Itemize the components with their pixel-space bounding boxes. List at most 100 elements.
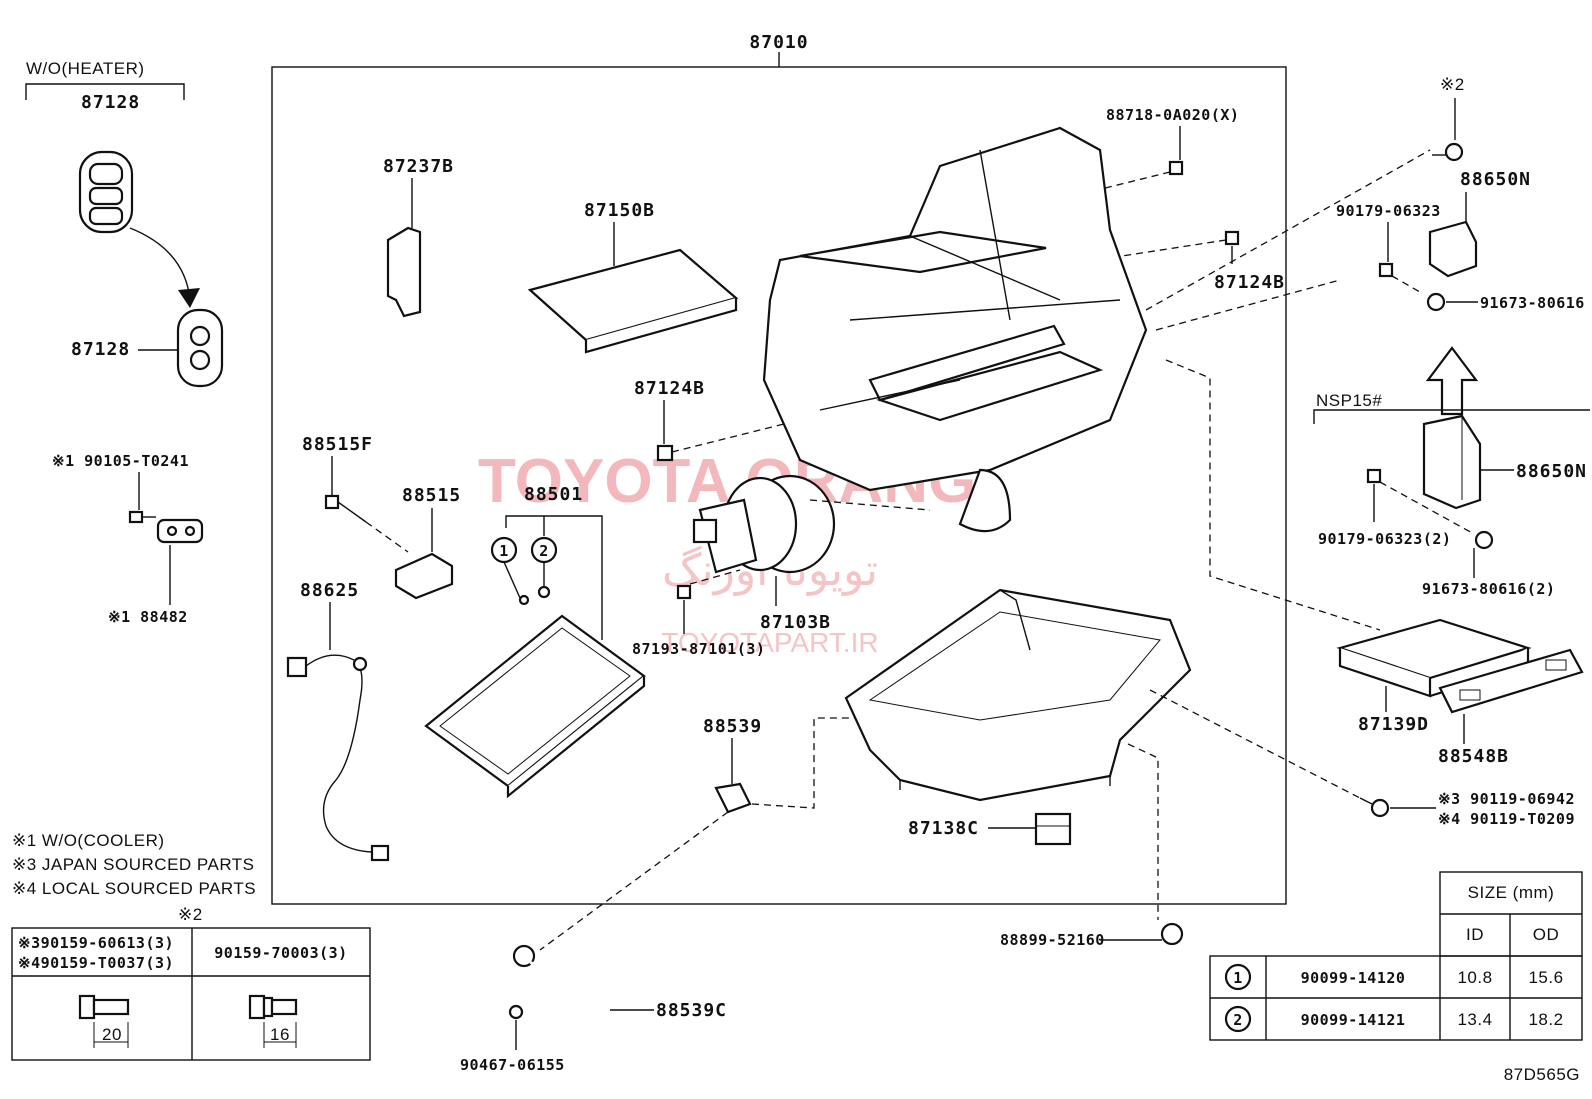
clip-87124b-r-icon bbox=[1224, 230, 1240, 246]
blower-motor-icon bbox=[692, 474, 836, 574]
part-87103b: 87103B bbox=[760, 612, 831, 633]
up-arrow-icon bbox=[1425, 346, 1479, 416]
size-row1-part: 90099-14120 bbox=[1301, 969, 1406, 987]
part-88515: 88515 bbox=[402, 485, 461, 506]
clip-90179-bot-icon bbox=[1366, 468, 1382, 484]
clip-87124b-l-icon bbox=[656, 444, 674, 462]
screw-icon bbox=[128, 510, 156, 524]
part-88650n-top: 88650N bbox=[1460, 169, 1531, 190]
hvac-housing-icon bbox=[762, 126, 1148, 533]
part-90105: ※1 90105-T0241 bbox=[52, 452, 189, 470]
bolt-a-icon bbox=[78, 994, 130, 1048]
size-row2-mark-icon bbox=[1224, 1005, 1252, 1033]
part-88515f: 88515F bbox=[302, 434, 373, 455]
part-90179-top: 90179-06323 bbox=[1336, 202, 1441, 220]
part-87124b-r: 87124B bbox=[1214, 272, 1285, 293]
part-88625: 88625 bbox=[300, 580, 359, 601]
size-row2-od: 18.2 bbox=[1528, 1010, 1563, 1029]
connector-88515-icon bbox=[394, 552, 454, 600]
part-87128-bot: 87128 bbox=[71, 339, 130, 360]
assembly-label: 87010 bbox=[749, 32, 808, 53]
bolt-part-b: 90159-70003(3) bbox=[214, 944, 347, 962]
bolt-a-dim: 20 bbox=[102, 1025, 122, 1044]
connector-88482-icon bbox=[156, 518, 204, 544]
screw-88718-icon bbox=[1168, 160, 1184, 176]
arrow-head-icon bbox=[178, 288, 200, 308]
part-88650n-bot: 88650N bbox=[1516, 461, 1587, 482]
bolt-b-dim: 16 bbox=[270, 1025, 290, 1044]
screw-87193-icon bbox=[676, 584, 692, 600]
bolt-table bbox=[11, 927, 371, 1061]
size-header: SIZE (mm) bbox=[1468, 883, 1555, 902]
lower-case-icon bbox=[844, 588, 1192, 802]
evaporator-icon bbox=[424, 614, 646, 799]
size-row1-id: 10.8 bbox=[1457, 968, 1492, 987]
o-ring-2-icon bbox=[537, 585, 551, 599]
thermistor-icon bbox=[714, 782, 752, 814]
footer-code: 87D565G bbox=[1504, 1065, 1580, 1084]
part-88718: 88718-0A020(X) bbox=[1106, 106, 1239, 124]
nsp15-bracket bbox=[1313, 409, 1590, 424]
part-88482: ※1 88482 bbox=[108, 608, 188, 626]
size-row1-od: 15.6 bbox=[1528, 968, 1563, 987]
part-88539: 88539 bbox=[703, 716, 762, 737]
size-row1-mark: 1 bbox=[1233, 969, 1243, 987]
bolt-part-a2: ※490159-T0037(3) bbox=[18, 954, 174, 972]
bracket-87237b-icon bbox=[386, 226, 422, 318]
bolt-part-a1: ※390159-60613(3) bbox=[18, 934, 174, 952]
mark2-label: ※2 bbox=[1440, 75, 1465, 94]
screw-mark2-icon bbox=[1432, 142, 1464, 162]
clip-90179-top-icon bbox=[1378, 262, 1394, 278]
screw-91673-top-icon bbox=[1426, 292, 1446, 312]
heater-core-icon bbox=[485, 248, 739, 354]
part-90119a: ※3 90119-06942 bbox=[1438, 790, 1575, 808]
size-col-id: ID bbox=[1466, 925, 1484, 944]
part-88501: 88501 bbox=[524, 484, 583, 505]
relay-87138c-icon bbox=[1034, 812, 1072, 846]
part-87124b-l: 87124B bbox=[634, 378, 705, 399]
part-88899: 88899-52160 bbox=[1000, 931, 1105, 949]
size-row2-id: 13.4 bbox=[1457, 1010, 1492, 1029]
note-4: ※4 LOCAL SOURCED PARTS bbox=[12, 879, 256, 898]
size-row2-part: 90099-14121 bbox=[1301, 1011, 1406, 1029]
part-91673-bot: 91673-80616(2) bbox=[1422, 580, 1555, 598]
watermark-site: TOYOTAPART.IR bbox=[661, 627, 878, 658]
clip-90467-icon bbox=[508, 1004, 524, 1020]
callout-1: 1 bbox=[499, 542, 509, 560]
part-88539c: 88539C bbox=[656, 1000, 727, 1021]
part-90467: 90467-06155 bbox=[460, 1056, 565, 1074]
size-row2-mark: 2 bbox=[1233, 1011, 1243, 1029]
bolt-table-mark: ※2 bbox=[178, 905, 203, 924]
screw-90119-icon bbox=[1359, 797, 1390, 818]
part-87193: 87193-87101(3) bbox=[632, 640, 765, 658]
part-90119b: ※4 90119-T0209 bbox=[1438, 810, 1575, 828]
part-87138c: 87138C bbox=[908, 818, 979, 839]
note-3: ※3 JAPAN SOURCED PARTS bbox=[12, 855, 255, 874]
nsp15-label: NSP15# bbox=[1316, 391, 1382, 410]
part-87139d: 87139D bbox=[1358, 714, 1429, 735]
screw-91673-bot-icon bbox=[1474, 530, 1494, 550]
callout-2: 2 bbox=[539, 542, 549, 560]
o-ring-1-icon bbox=[518, 594, 530, 606]
part-87150b: 87150B bbox=[584, 200, 655, 221]
size-table bbox=[1209, 871, 1583, 1041]
amplifier-88650n-bot-icon bbox=[1422, 414, 1482, 510]
grommet-icon bbox=[78, 150, 134, 234]
part-88548b: 88548B bbox=[1438, 746, 1509, 767]
bolt-b-icon bbox=[248, 994, 298, 1048]
part-91673-top: 91673-80616 bbox=[1480, 294, 1585, 312]
note-1: ※1 W/O(COOLER) bbox=[12, 831, 165, 850]
bracket-88539c-icon bbox=[512, 944, 608, 1061]
bolt-88515f-icon bbox=[324, 494, 367, 523]
wo-heater-bracket bbox=[25, 83, 185, 100]
flow-arrow bbox=[129, 227, 191, 301]
part-87128-top: 87128 bbox=[81, 92, 140, 113]
amplifier-88650n-top-icon bbox=[1428, 220, 1478, 278]
nut-88899-icon bbox=[1160, 922, 1184, 946]
wo-heater-label: W/O(HEATER) bbox=[26, 59, 145, 78]
cover-88548b-icon bbox=[1438, 648, 1584, 714]
part-90179-bot: 90179-06323(2) bbox=[1318, 530, 1451, 548]
size-row1-mark-icon bbox=[1224, 963, 1252, 991]
size-col-od: OD bbox=[1533, 925, 1560, 944]
